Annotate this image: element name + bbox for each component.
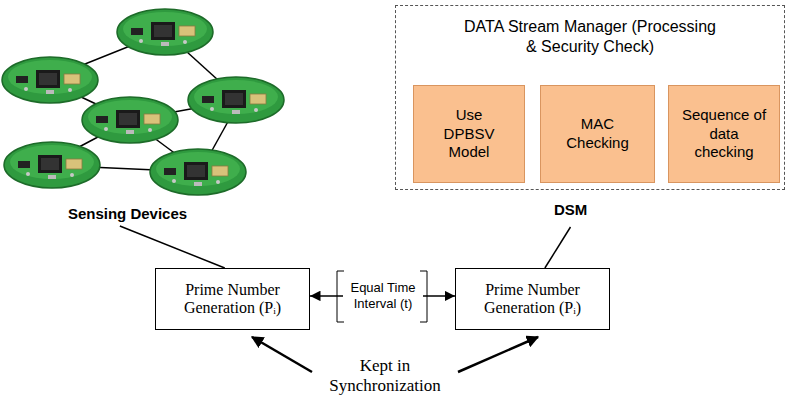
connector [545, 227, 571, 268]
group-title: DATA Stream Manager (Processing & Securi… [460, 17, 720, 57]
stream-manager-group: DATA Stream Manager (Processing & Securi… [395, 5, 785, 227]
connector [120, 226, 225, 268]
node-text: Prime Number Generation (Pᵢ) [469, 281, 597, 317]
process-box: Use DPBSV Model [413, 85, 525, 183]
sensor-network: Sensing Devices [0, 0, 255, 226]
process-box: MAC Checking [540, 85, 655, 183]
node-text: MAC Checking [561, 115, 635, 153]
sync-note: Kept in Synchronization [320, 356, 450, 397]
node-text: Sequence of data checking [678, 106, 770, 162]
process-box: Sequence of data checking [668, 85, 780, 183]
group-label: DSM [554, 201, 587, 218]
node-text: Sensing Devices [68, 205, 187, 226]
node-text: Use DPBSV Model [433, 106, 505, 162]
generator-box: Prime Number Generation (Pᵢ) [155, 268, 310, 330]
sensor-boards [2, 9, 284, 195]
generator-box: Prime Number Generation (Pᵢ) [455, 268, 610, 330]
node-text: Prime Number Generation (Pᵢ) [169, 281, 297, 317]
edge-label: Equal Time Interval (t) [343, 279, 423, 312]
interval-bracket [337, 271, 427, 322]
